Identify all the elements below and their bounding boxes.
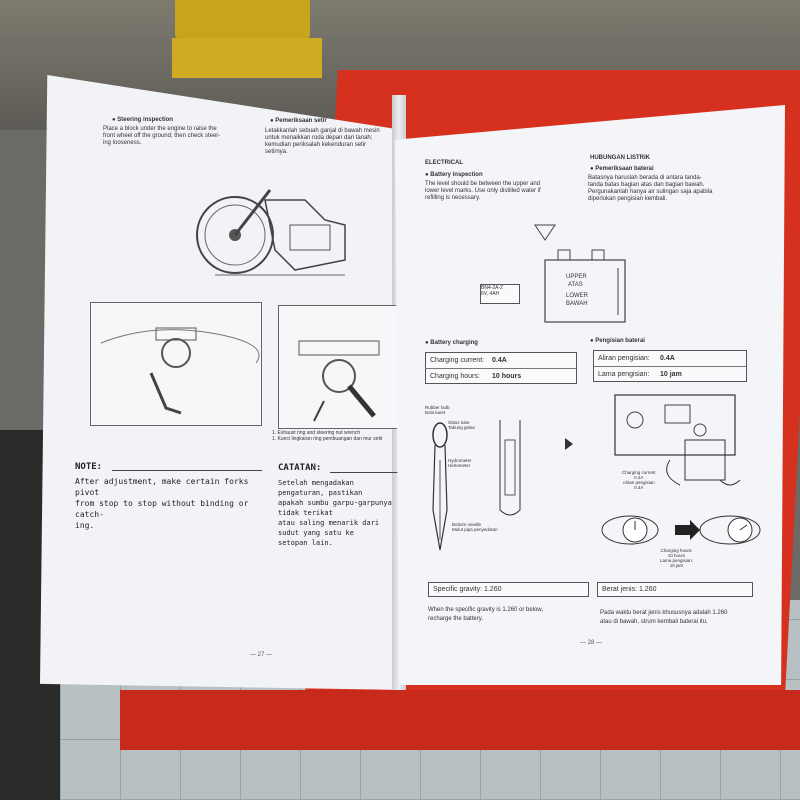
right-page-number: — 28 —	[580, 640, 603, 646]
left-page-number: — 27 —	[250, 652, 273, 658]
hydrometer-diagram	[432, 420, 573, 551]
berat-jenis-box: Berat jenis: 1.260	[597, 582, 753, 597]
steering-photo-right	[278, 305, 405, 429]
steering-photo-left	[90, 302, 262, 426]
specific-gravity-box: Specific gravity: 1.260	[428, 582, 589, 597]
aliran-value: 0.4A	[660, 355, 675, 362]
pengisian-heading: ● Pengisian baterai	[590, 338, 645, 344]
motorcycle-illustration	[196, 189, 346, 276]
pengisian-spec-box: Aliran pengisian: 0.4A Lama pengisian: 10 …	[593, 350, 747, 382]
charging-spec-box: Charging current: 0.4A Charging hours: 10 …	[425, 352, 577, 384]
lama-label: Lama pengisian:	[598, 371, 650, 378]
rubber-bulb-label: Rubber bulb Bola karet	[425, 405, 450, 415]
specific-gravity-text: When the specific gravity is 1.260 or be…	[428, 607, 544, 622]
note-text: After adjustment, make certain forks piv…	[75, 477, 249, 530]
charger-diagram	[614, 394, 741, 486]
atas-label: ATAS	[568, 282, 583, 288]
battery-level-diagram	[534, 224, 626, 323]
battery-inspection-text: The level should be between the upper an…	[425, 181, 541, 201]
yellow-object	[175, 0, 310, 40]
upper-label: UPPER	[566, 274, 587, 280]
charging-hours-small-label: Charging hours: 10 hours Lama pengisian:…	[660, 548, 694, 568]
pemeriksaan-heading: ● Pemeriksaan setir	[270, 118, 327, 124]
battery-charging-heading: ● Battery charging	[425, 340, 478, 346]
aliran-label: Aliran pengisian:	[598, 355, 650, 362]
steering-text: Place a block under the engine to raise …	[103, 126, 221, 146]
glass-tube-label: Glass tube Tabung gelas	[448, 420, 475, 430]
note-title: NOTE:	[75, 462, 103, 472]
charging-time-diagram	[601, 515, 761, 545]
red-table-edge	[120, 690, 800, 750]
charging-current-label: Charging current:	[430, 357, 485, 364]
note-rule	[112, 470, 262, 471]
aliran-row: Aliran pengisian: 0.4A	[594, 351, 746, 367]
berat-jenis-text: Pada waktu berat jenis khususnya adalah …	[600, 610, 728, 625]
pemeriksaan-text: Letakkanlah sebuah ganjal di bawah mesin…	[265, 128, 380, 155]
catatan-rule	[330, 472, 398, 473]
electrical-heading: ELECTRICAL	[425, 160, 463, 166]
battery-model: BN4-2A-2	[481, 285, 503, 291]
bawah-label: BAWAH	[566, 301, 588, 307]
yellow-object-base	[172, 38, 322, 78]
charging-current-value: 0.4A	[492, 357, 507, 364]
steering-heading: ● Steering inspection	[112, 117, 173, 123]
bottom-needle-label: Bottom needle Mulut pipa penyedotan	[452, 522, 498, 532]
catatan-text: Setelah mengadakan pengaturan, pastikan …	[278, 479, 392, 547]
battery-capacity: 6V, 4AH	[481, 291, 500, 297]
charging-hours-label: Charging hours:	[430, 373, 480, 380]
lama-row: Lama pengisian: 10 jam	[594, 367, 746, 382]
pemeriksaan-baterai-heading: ● Pemeriksaan baterai	[590, 166, 654, 172]
charging-hours-row: Charging hours: 10 hours	[426, 369, 576, 384]
hydrometer-label: Hydrometer Hidrometer	[448, 458, 472, 468]
battery-inspection-heading: ● Battery inspection	[425, 172, 483, 178]
charging-current-row: Charging current: 0.4A	[426, 353, 576, 369]
catatan-title: CATATAN:	[278, 463, 322, 473]
wrench-caption: 1. Exhaust ring and steering nut wrench …	[272, 430, 383, 442]
lama-value: 10 jam	[660, 371, 682, 378]
charging-hours-value: 10 hours	[492, 373, 522, 380]
battery-spec-label: BN4-2A-2 6V, 4AH	[480, 284, 520, 304]
charging-current-small-label: Charging current 0.4A Aliran pengisian 0…	[622, 470, 656, 490]
pemeriksaan-baterai-text: Batasnya haruslah berada di antara tanda…	[588, 175, 713, 202]
hubungan-heading: HUBUNGAN LISTRIK	[590, 155, 650, 161]
lower-label: LOWER	[566, 293, 589, 299]
